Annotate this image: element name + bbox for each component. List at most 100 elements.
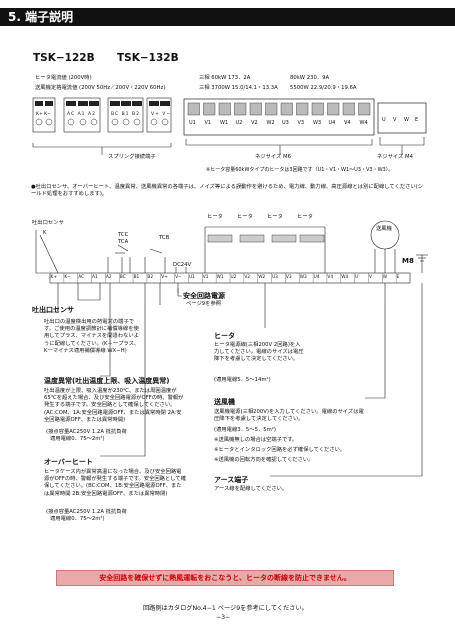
- right-terminal-label: W: [404, 117, 409, 123]
- desc-blower-note1: ※送風機無しの場合は空端子です。: [214, 437, 298, 443]
- term-k-plus: K+: [36, 112, 43, 117]
- model-132b: TSK−132B: [117, 52, 179, 64]
- big-terminal-label: U1: [189, 120, 196, 126]
- strip-label: U3: [272, 274, 278, 280]
- big-terminal-label: V1: [204, 120, 212, 126]
- strip-label: V3: [285, 274, 292, 280]
- big-terminal-cell: [265, 102, 278, 116]
- big-terminal-label: V4: [344, 120, 351, 126]
- strip-label: U1: [188, 274, 195, 280]
- strip-label: K−: [64, 274, 71, 280]
- big-terminal-cell: [187, 102, 200, 116]
- right-terminal-label: E: [415, 117, 419, 123]
- big-terminal-cell: [311, 102, 324, 116]
- diag-heater-1: ヒータ: [207, 214, 223, 220]
- strip-label: B1: [133, 274, 140, 280]
- big-terminal-cell: [249, 102, 262, 116]
- term-a1: A1: [77, 112, 86, 117]
- diag-m8: M8: [402, 257, 414, 265]
- big-terminal-cell: [234, 102, 247, 116]
- spec-row2-b: 5500W 22.9/20.9・19.6A: [290, 85, 357, 91]
- big-terminal-label: W2: [266, 120, 275, 126]
- spec-row1-a: 三相 60kW 173．2A: [199, 75, 251, 81]
- big-terminal-cell: [280, 102, 293, 116]
- big-terminal-label: W1: [220, 120, 229, 126]
- big-terminal-label: V3: [297, 120, 305, 126]
- section-title: 5. 端子説明: [0, 8, 455, 26]
- desc-heater-wire: (適用電線5．5〜14m²): [214, 377, 271, 383]
- strip-label: V4: [327, 274, 334, 280]
- desc-overheat-title: オーバーヒート: [44, 458, 93, 466]
- strip-label: W2: [258, 274, 266, 280]
- desc-heater-title: ヒータ: [214, 332, 235, 340]
- caption-m6: ネジサイズ M6: [255, 154, 291, 160]
- term-a2: A2: [87, 112, 96, 117]
- diag-sensor-label: 吐出口センサ: [32, 220, 64, 226]
- strip-label: V+: [161, 274, 168, 280]
- big-terminal-label: U3: [282, 120, 289, 126]
- desc-safety-title: 安全回路電源: [183, 292, 225, 300]
- diag-dc24v: DC24V: [173, 262, 192, 268]
- desc-blower-title: 送風機: [214, 398, 235, 406]
- term-b2: B2: [131, 112, 140, 117]
- big-terminal-label: U4: [328, 120, 336, 126]
- strip-label: K+: [50, 274, 57, 280]
- spec-row1-b: 80kW 230．9A: [290, 75, 330, 81]
- big-terminal-cell: [218, 102, 231, 116]
- desc-temp-body: 吐出温度が上限、吸入温度が230℃、または周囲温度が65℃を超えた場合、及び安全…: [44, 388, 184, 423]
- term-k-minus: K−: [44, 112, 51, 117]
- term-v-plus: V+: [151, 112, 160, 117]
- strip-label: B2: [147, 274, 154, 280]
- big-terminal-label: U2: [235, 120, 243, 126]
- caption-60kw-note: ※ヒータ容量60kWタイプのヒータは3回路です（U1・V1・W1〜U3・V3・W…: [206, 167, 394, 173]
- spec-row2-a: 三相 3700W 15.0/14.1・13.3A: [199, 85, 278, 91]
- term-bc: BC: [111, 112, 120, 117]
- term-label-b: BC B1 B2: [111, 111, 140, 118]
- desc-temp-rating: (接点容量AC250V 1.2A 抵抗負荷: [46, 429, 127, 435]
- right-terminal-label: U: [382, 117, 386, 123]
- diag-heater-3: ヒータ: [267, 214, 283, 220]
- strip-label: U: [355, 274, 359, 280]
- desc-blower-body: 送風機電源(三相200V)を入力してください。電線のサイズは電圧降下を考慮して決…: [214, 409, 364, 423]
- desc-blower-wire: (適用電線3．5〜5．5m²): [214, 427, 276, 433]
- desc-overheat-wire: 適用電線0．75〜2m²): [50, 516, 105, 522]
- big-terminal-label: W4: [359, 120, 368, 126]
- strip-label: W: [382, 274, 388, 280]
- safety-warning: 安全回路を確保せずに熱風運転をおこなうと、ヒータの断線を防止できません。: [56, 570, 394, 586]
- strip-label: A1: [92, 274, 98, 280]
- caption-m4: ネジサイズ M4: [377, 154, 413, 160]
- strip-label: BC: [119, 274, 126, 280]
- desc-sensor-body: 吐出口の温度検出用の熱電対の端子です。ご使用の温度調節計に補償導線を使用してプラ…: [44, 319, 140, 354]
- leader-lines: [42, 288, 423, 477]
- spec-blower-current: 送風機定格電流値 (200V 50Hz／200V・220V 60Hz): [35, 85, 166, 91]
- desc-earth-title: アース端子: [214, 476, 249, 484]
- diag-heater-4: ヒータ: [297, 214, 313, 220]
- desc-overheat-body: ヒータケース内が異常高温になった場合、及び安全回路電源がOFFの時、警報が発生す…: [44, 469, 186, 497]
- term-label-a: AC A1 A2: [67, 111, 96, 118]
- diag-tcb: TCB: [159, 235, 170, 241]
- strip-label: W3: [299, 274, 307, 280]
- diag-tcc: TCC: [118, 232, 129, 238]
- diag-k-label: K: [43, 230, 47, 236]
- desc-overheat-rating: (接点容量AC250V 1.2A 抵抗負荷: [46, 509, 127, 515]
- wiring-note: ●吐出口センサ、オーバーヒート、温度異常、送風機異常の各端子は、ノイズ等による誤…: [31, 184, 424, 198]
- page-number: −3−: [216, 614, 231, 621]
- term-ac: AC: [67, 112, 76, 117]
- term-label-k: K+ K−: [36, 111, 51, 118]
- strip-label: AC: [78, 274, 85, 280]
- strip-label: U2: [230, 274, 237, 280]
- caption-spring: スプリング接続端子: [108, 154, 156, 160]
- big-terminal-cell: [327, 102, 340, 116]
- term-label-v: V+ V−: [151, 111, 171, 118]
- strip-label: V: [368, 274, 372, 280]
- desc-heater-body: ヒータ電源線(三相200V 2回路)を入力してください。電線のサイズは電圧降下を…: [214, 342, 304, 363]
- strip-label: U4: [313, 274, 320, 280]
- terminal-block-drawing: [32, 97, 427, 155]
- big-terminal-label: V2: [251, 120, 258, 126]
- term-v-minus: V−: [162, 112, 172, 117]
- diag-tca: TCA: [118, 239, 129, 245]
- desc-sensor-title: 吐出口センサ: [32, 306, 74, 314]
- desc-blower-note3: ※送風機の回転方向を確認してください。: [214, 457, 314, 463]
- desc-temp-title: 温度異常(吐出温度上限、吸入温度異常): [44, 377, 170, 385]
- wiring-diagram: [35, 220, 428, 305]
